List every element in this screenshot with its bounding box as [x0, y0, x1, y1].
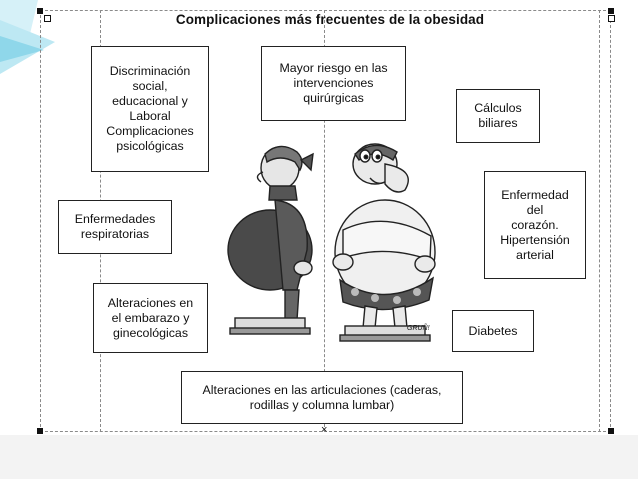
guide-line-right: [599, 10, 600, 432]
box-line: ginecológicas: [112, 325, 189, 340]
woman-figure: [227, 145, 314, 335]
box-riesgo-quirurgico: Mayor riesgo en las intervenciones quirú…: [261, 46, 406, 121]
box-line: Mayor riesgo en las: [279, 61, 388, 75]
man-figure: [332, 143, 436, 342]
obese-couple-illustration: GRUÑ!: [227, 143, 436, 342]
box-line: Diabetes: [468, 323, 518, 338]
box-line: del: [526, 202, 544, 217]
rotate-handle-top-right[interactable]: [608, 15, 615, 22]
guide-line-center: [324, 10, 325, 432]
box-line: Enfermedades: [74, 212, 156, 226]
box-line: Laboral: [129, 109, 171, 123]
box-line: educacional y: [112, 94, 188, 108]
box-line: rodillas y columna lumbar): [249, 397, 395, 412]
box-discriminacion: Discriminación social, educacional y Lab…: [91, 46, 209, 172]
box-line: psicológicas: [116, 139, 184, 153]
box-line: respiratorias: [80, 227, 150, 241]
box-line: Hipertensión: [500, 232, 570, 247]
box-line: Enfermedad: [501, 187, 569, 202]
box-line: Alteraciones en las articulaciones (cade…: [202, 382, 442, 397]
cartoon-caption: GRUÑ!: [407, 323, 430, 332]
box-line: quirúrgicas: [303, 91, 364, 105]
selection-frame: [40, 10, 611, 432]
box-line: Discriminación: [109, 64, 191, 78]
box-articulaciones: Alteraciones en las articulaciones (cade…: [181, 371, 463, 424]
box-line: biliares: [478, 116, 518, 130]
resize-handle-top-right[interactable]: [608, 8, 614, 14]
box-line: intervenciones: [293, 76, 374, 90]
box-line: Alteraciones en: [107, 295, 194, 310]
box-line: social,: [132, 79, 168, 93]
box-corazon: Enfermedad del corazón. Hipertensión art…: [484, 171, 586, 279]
box-embarazo: Alteraciones en el embarazo y ginecológi…: [93, 283, 208, 353]
box-diabetes: Diabetes: [452, 310, 534, 352]
box-line: corazón.: [511, 217, 559, 232]
slide-bottom-band: [0, 435, 638, 479]
box-line: el embarazo y: [111, 310, 190, 325]
box-line: arterial: [516, 247, 554, 262]
resize-handle-bottom-left[interactable]: [37, 428, 43, 434]
box-line: Complicaciones: [106, 124, 194, 138]
box-line: Cálculos: [474, 101, 522, 115]
corner-decoration: [0, 0, 55, 74]
rotate-handle-top-left[interactable]: [44, 15, 51, 22]
box-respiratorias: Enfermedades respiratorias: [58, 200, 172, 254]
box-calculos: Cálculos biliares: [456, 89, 540, 143]
center-marker: ×: [321, 424, 328, 436]
diagram-title: Complicaciones más frecuentes de la obes…: [175, 12, 485, 27]
resize-handle-top-left[interactable]: [37, 8, 43, 14]
resize-handle-bottom-right[interactable]: [608, 428, 614, 434]
